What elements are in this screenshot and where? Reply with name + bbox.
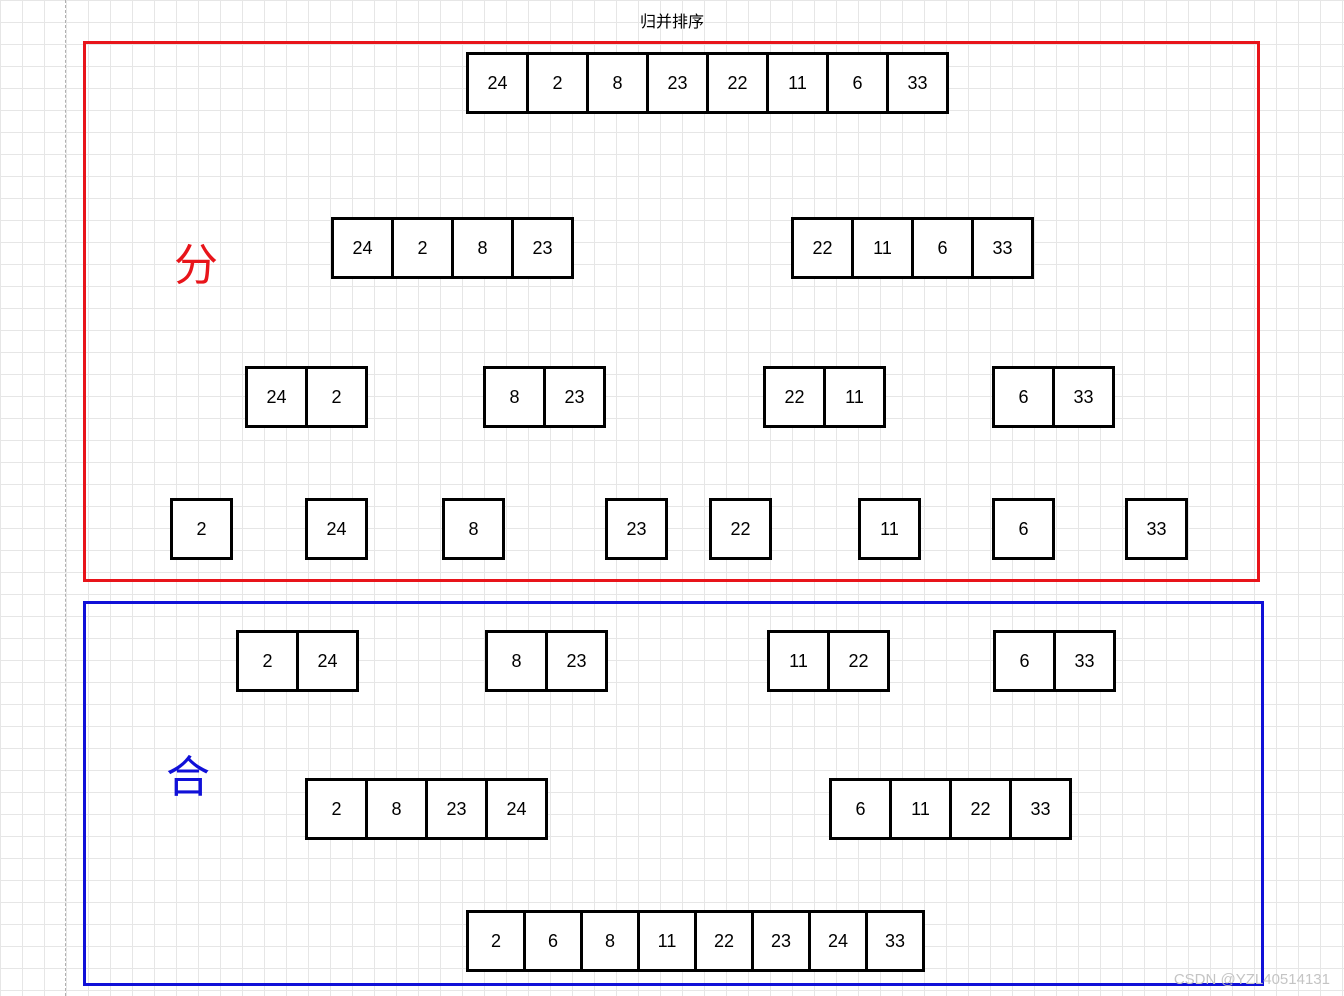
merge-phase-label: 合 bbox=[166, 752, 210, 803]
array-cell: 8 bbox=[485, 630, 548, 692]
array-cell: 8 bbox=[483, 366, 546, 428]
array-cell: 23 bbox=[425, 778, 488, 840]
array-cell: 8 bbox=[442, 498, 505, 560]
array-cell: 22 bbox=[791, 217, 854, 279]
split-level3-array: 33 bbox=[1125, 498, 1188, 560]
merge-phase-box bbox=[83, 601, 1264, 986]
split-level3-array: 8 bbox=[442, 498, 505, 560]
array-cell: 8 bbox=[580, 910, 640, 972]
array-cell: 24 bbox=[245, 366, 308, 428]
diagram-title: 归并排序 bbox=[639, 14, 704, 31]
array-cell: 2 bbox=[305, 366, 368, 428]
array-cell: 23 bbox=[646, 52, 709, 114]
array-cell: 11 bbox=[637, 910, 697, 972]
array-cell: 24 bbox=[808, 910, 868, 972]
array-cell: 6 bbox=[992, 366, 1055, 428]
array-cell: 11 bbox=[889, 778, 952, 840]
array-cell: 6 bbox=[993, 630, 1056, 692]
dashed-guide-line bbox=[65, 0, 66, 996]
array-cell: 8 bbox=[586, 52, 649, 114]
array-cell: 2 bbox=[391, 217, 454, 279]
array-cell: 24 bbox=[485, 778, 548, 840]
array-cell: 33 bbox=[1052, 366, 1115, 428]
array-cell: 23 bbox=[605, 498, 668, 560]
array-cell: 24 bbox=[331, 217, 394, 279]
array-cell: 6 bbox=[829, 778, 892, 840]
array-cell: 11 bbox=[823, 366, 886, 428]
split-phase-label: 分 bbox=[174, 240, 218, 291]
split-phase-box bbox=[83, 41, 1260, 582]
split-level3-array: 2 bbox=[170, 498, 233, 560]
array-cell: 6 bbox=[992, 498, 1055, 560]
split-level3-array: 23 bbox=[605, 498, 668, 560]
array-cell: 23 bbox=[545, 630, 608, 692]
array-cell: 33 bbox=[1053, 630, 1116, 692]
split-level3-array: 11 bbox=[858, 498, 921, 560]
array-cell: 22 bbox=[706, 52, 769, 114]
array-cell: 22 bbox=[709, 498, 772, 560]
split-level3-array: 22 bbox=[709, 498, 772, 560]
array-cell: 8 bbox=[365, 778, 428, 840]
array-cell: 23 bbox=[511, 217, 574, 279]
array-cell: 33 bbox=[865, 910, 925, 972]
array-cell: 2 bbox=[466, 910, 526, 972]
array-cell: 8 bbox=[451, 217, 514, 279]
array-cell: 33 bbox=[971, 217, 1034, 279]
array-cell: 6 bbox=[911, 217, 974, 279]
array-cell: 11 bbox=[767, 630, 830, 692]
array-cell: 22 bbox=[694, 910, 754, 972]
array-cell: 6 bbox=[826, 52, 889, 114]
array-cell: 24 bbox=[296, 630, 359, 692]
split-level3-array: 24 bbox=[305, 498, 368, 560]
array-cell: 11 bbox=[851, 217, 914, 279]
array-cell: 22 bbox=[763, 366, 826, 428]
array-cell: 24 bbox=[305, 498, 368, 560]
array-cell: 22 bbox=[949, 778, 1012, 840]
array-cell: 22 bbox=[827, 630, 890, 692]
array-cell: 23 bbox=[751, 910, 811, 972]
array-cell: 2 bbox=[526, 52, 589, 114]
array-cell: 33 bbox=[1009, 778, 1072, 840]
array-cell: 2 bbox=[170, 498, 233, 560]
array-cell: 33 bbox=[886, 52, 949, 114]
array-cell: 2 bbox=[236, 630, 299, 692]
split-level3-array: 6 bbox=[992, 498, 1055, 560]
array-cell: 23 bbox=[543, 366, 606, 428]
array-cell: 6 bbox=[523, 910, 583, 972]
watermark: CSDN @YZL40514131 bbox=[1173, 971, 1330, 988]
array-cell: 24 bbox=[466, 52, 529, 114]
array-cell: 2 bbox=[305, 778, 368, 840]
array-cell: 11 bbox=[766, 52, 829, 114]
array-cell: 11 bbox=[858, 498, 921, 560]
array-cell: 33 bbox=[1125, 498, 1188, 560]
